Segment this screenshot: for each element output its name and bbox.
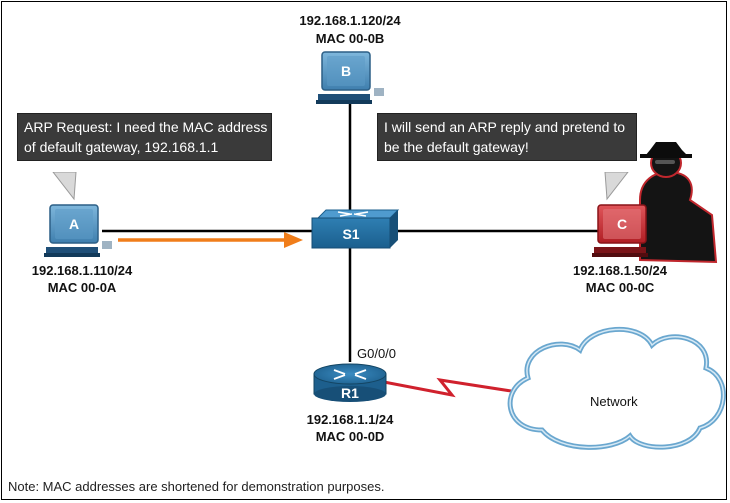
host-c-letter: C xyxy=(616,216,628,232)
host-a-letter: A xyxy=(68,216,80,232)
host-a-ip: 192.168.1.110/24 xyxy=(31,263,133,278)
attacker-bubble: I will send an ARP reply and pretend to … xyxy=(377,113,637,161)
cloud-icon xyxy=(507,326,726,450)
bubble-pointer xyxy=(604,172,629,201)
arp-request-arrow xyxy=(118,232,303,248)
host-a-mac: MAC 00-0A xyxy=(47,280,117,295)
host-c-mac: MAC 00-0C xyxy=(585,280,655,295)
cloud-label: Network xyxy=(590,394,638,409)
arp-request-bubble: ARP Request: I need the MAC address of d… xyxy=(17,113,272,161)
bubble-line: I will send an ARP reply and pretend to xyxy=(384,119,626,135)
bubble-pointer xyxy=(52,172,77,201)
hacker-icon xyxy=(639,142,718,264)
pc-icon[interactable] xyxy=(316,51,384,104)
switch-label: S1 xyxy=(342,226,360,242)
bubble-line: ARP Request: I need the MAC address xyxy=(24,119,268,135)
links xyxy=(102,103,598,398)
serial-link-icon xyxy=(383,377,525,398)
switch-icon[interactable] xyxy=(311,209,400,249)
router-icon[interactable] xyxy=(313,363,387,402)
router-ip: 192.168.1.1/24 xyxy=(306,412,394,427)
router-interface-label: G0/0/0 xyxy=(357,346,397,361)
pc-icon[interactable] xyxy=(592,204,648,257)
host-b-letter: B xyxy=(340,63,352,79)
host-b-ip: 192.168.1.120/24 xyxy=(299,13,401,28)
host-b-mac: MAC 00-0B xyxy=(315,31,385,46)
bubble-line: of default gateway, 192.168.1.1 xyxy=(24,139,219,155)
pc-icon[interactable] xyxy=(44,204,112,257)
bubble-line: be the default gateway! xyxy=(384,139,529,155)
router-mac: MAC 00-0D xyxy=(315,429,385,444)
host-c-ip: 192.168.1.50/24 xyxy=(573,263,667,278)
footnote: Note: MAC addresses are shortened for de… xyxy=(8,479,385,494)
router-label: R1 xyxy=(341,385,359,401)
